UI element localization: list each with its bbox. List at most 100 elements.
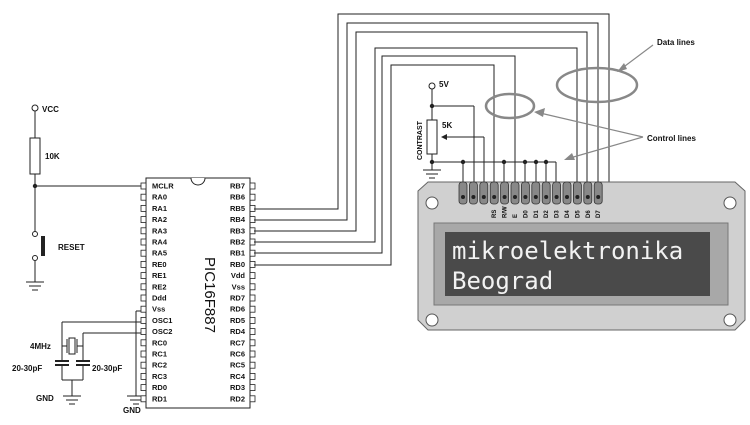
mcu-pin-label: RA2 — [152, 215, 167, 224]
mcu-pin-label: RC6 — [230, 350, 245, 359]
mcu-pin-right — [249, 316, 256, 324]
mcu-pin-label: RB7 — [230, 182, 245, 191]
lcd-line-2: Beograd — [452, 267, 553, 295]
mcu-name: PIC16F887 — [201, 257, 218, 333]
mcu-pin-label: Vss — [232, 282, 245, 291]
vcc-label: VCC — [42, 105, 59, 114]
lcd-pin-label: D5 — [575, 210, 581, 218]
mcu-pin-label: Ddd — [152, 294, 167, 303]
wire-rb5-d7 — [254, 13, 610, 210]
mcu-pin-left — [140, 249, 147, 257]
wire-rb1-e — [254, 55, 516, 254]
lcd-pin-hole — [492, 195, 497, 199]
mcu-pin-label: RE2 — [152, 282, 167, 291]
lcd-pin — [593, 181, 603, 205]
mcu-pin-label: RB5 — [230, 204, 245, 213]
lcd-pin — [521, 181, 530, 205]
reset-button — [41, 236, 45, 256]
mcu-pin-label: RB1 — [230, 249, 245, 258]
lcd-pin-hole — [461, 195, 465, 199]
lcd-pin — [500, 181, 510, 205]
ground-symbol — [26, 281, 44, 291]
lcd-pin-label: E — [513, 214, 519, 218]
mcu-pin-right — [249, 182, 256, 190]
lcd-pin — [531, 181, 541, 205]
mcu-pin-label: RB3 — [230, 226, 245, 235]
lcd-pin-label: D0 — [523, 210, 529, 218]
gnd-mcu-label: GND — [123, 406, 141, 415]
mcu-pin-right — [249, 350, 256, 358]
mount-hole — [723, 196, 737, 210]
reset-contact-bottom — [32, 255, 38, 261]
lcd-pin — [562, 181, 572, 205]
mcu-pin-left — [140, 316, 147, 324]
mcu-left-pins: MCLRRA0RA1RA2RA3RA4RA5RE0RE1RE2DddVssOSC… — [140, 182, 174, 403]
wire-rb0-rs — [254, 64, 495, 266]
mcu-pin-label: RC7 — [230, 338, 245, 347]
mcu-pin-label: RC0 — [152, 338, 167, 347]
oscillator-circuit: 4MHz 20-30pF 20-30pF GND — [12, 321, 146, 405]
mcu-pin-label: RC2 — [152, 361, 167, 370]
mcu-pin-left — [140, 216, 147, 224]
mcu-pin-left — [140, 238, 147, 246]
wire-rb3-d5 — [254, 31, 588, 232]
mcu-body — [145, 177, 251, 409]
mcu-pin-label: RD0 — [152, 383, 167, 392]
mount-hole — [425, 313, 439, 327]
vcc-terminal — [31, 104, 39, 112]
mount-hole — [425, 196, 439, 210]
mcu-pin-label: RA0 — [152, 193, 167, 202]
lcd-pin-hole — [502, 195, 507, 199]
mcu-pin-right — [249, 283, 256, 291]
mcu-pin-label: RB2 — [230, 238, 245, 247]
mcu-pin-label: RB0 — [230, 260, 245, 269]
mcu-pin-left — [140, 272, 147, 280]
lcd-pin — [552, 181, 561, 205]
data-lines-label: Data lines — [657, 38, 695, 47]
cap-left-label: 20-30pF — [12, 364, 42, 373]
lcd-pin — [541, 181, 551, 205]
wire-rb4-d6 — [254, 22, 599, 221]
lcd-pin-hole — [523, 195, 528, 199]
lcd-pin-hole — [533, 195, 538, 199]
mcu-pin-right — [249, 193, 256, 201]
ground-symbol — [63, 395, 81, 405]
lcd-pin-label: D7 — [596, 210, 602, 218]
mcu-pin-left — [140, 372, 147, 380]
pot-label: 5K — [442, 121, 452, 130]
lcd-pin — [489, 181, 499, 205]
lcd-pin — [583, 181, 593, 205]
bus-wires — [254, 13, 610, 266]
wire-rb2-d4 — [254, 47, 578, 243]
ground-symbol — [423, 169, 441, 179]
mcu-pin-label: RA3 — [152, 226, 167, 235]
mcu-pin-left — [140, 384, 147, 392]
mcu-pin-label: RB4 — [230, 215, 246, 224]
mcu-right-pins: RB7RB6RB5RB4RB3RB2RB1RB0VddVssRD7RD6RD5R… — [230, 182, 256, 403]
data-lines-ellipse — [555, 66, 639, 104]
lcd-pin-hole — [575, 195, 580, 199]
lcd-pin — [573, 181, 582, 205]
contrast-label: CONTRAST — [417, 120, 424, 160]
mcu-pin-label: RD5 — [230, 316, 245, 325]
mcu-pin-label: RC1 — [152, 350, 167, 359]
capacitor-left — [55, 360, 69, 366]
mcu-pin-left — [140, 328, 147, 336]
lcd-pin-hole — [544, 195, 549, 199]
lcd-screen — [445, 232, 710, 296]
reset-label: RESET — [58, 243, 85, 252]
pic-microcontroller: PIC16F887 MCLRRA0RA1RA2RA3RA4RA5RE0RE1RE… — [140, 177, 256, 409]
mcu-pin-label: Vdd — [231, 271, 246, 280]
lcd-pin-hole — [513, 195, 517, 199]
mcu-pin-left — [140, 283, 147, 291]
mount-hole — [723, 313, 737, 327]
lcd-pin-label: RS — [492, 210, 498, 218]
lcd-pin-hole — [585, 195, 590, 199]
mcu-pin-right — [249, 339, 256, 347]
mcu-notch — [190, 177, 206, 186]
lcd-pin-hole — [554, 195, 559, 199]
mcu-pin-right — [249, 294, 256, 302]
lcd-pin-label: D1 — [534, 210, 540, 218]
